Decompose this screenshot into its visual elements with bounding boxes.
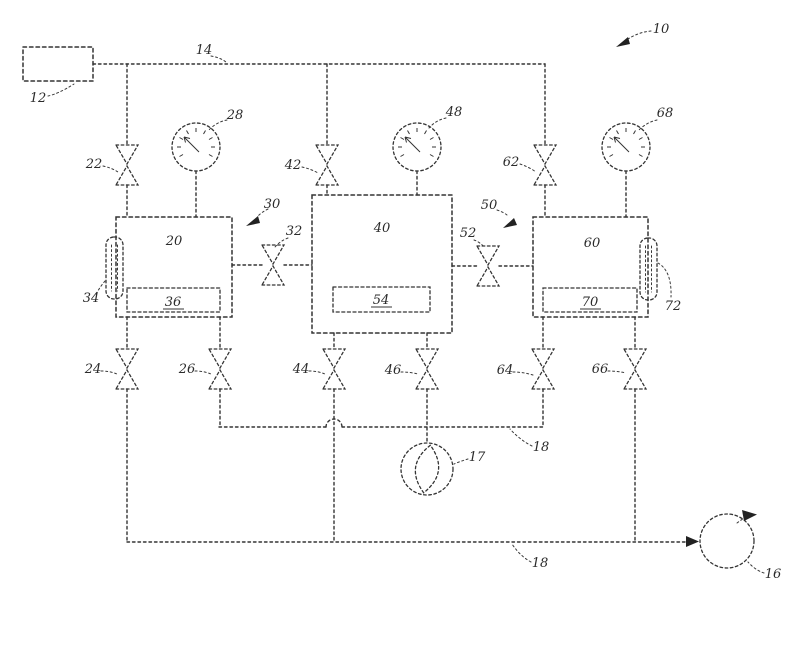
- ref-label-18-manifold: 18: [533, 440, 550, 455]
- ref-label-72: 72: [665, 299, 682, 314]
- valve-42: [315, 144, 339, 186]
- leader-72: [657, 262, 672, 298]
- valve-24: [115, 348, 139, 390]
- pedestal-54-label: 54: [373, 293, 390, 308]
- ref-label-18-exhaust: 18: [532, 556, 549, 571]
- leader-68: [638, 119, 658, 131]
- leader-14: [210, 55, 228, 64]
- ref-label-34: 34: [83, 291, 100, 306]
- valve-62: [533, 144, 557, 186]
- valve-66: [623, 348, 647, 390]
- chamber-60-box: [532, 216, 649, 318]
- leader-32: [274, 237, 289, 248]
- chamber-60-label: 60: [584, 236, 601, 251]
- gauge-28: [171, 122, 221, 172]
- valve-44: [322, 348, 346, 390]
- ref-label-14: 14: [196, 43, 213, 58]
- pedestal-70-label: 70: [582, 295, 599, 310]
- leader-10: [627, 30, 652, 40]
- pedestal-70-box: [542, 287, 638, 313]
- leader-30: [257, 208, 269, 217]
- leader-46: [400, 371, 419, 375]
- ref-label-64: 64: [497, 363, 514, 378]
- ref-label-22: 22: [85, 157, 103, 172]
- leader-34: [95, 280, 106, 295]
- gas-source-box: [22, 46, 94, 82]
- leader-28: [207, 119, 228, 132]
- valve-26: [208, 348, 232, 390]
- ref-label-12: 12: [30, 91, 47, 106]
- leader-16: [747, 561, 765, 574]
- leader-52: [473, 239, 486, 249]
- ref-label-16: 16: [765, 567, 782, 582]
- leader-66: [607, 370, 627, 374]
- element-34: [105, 236, 124, 300]
- ref-label-68: 68: [657, 106, 674, 121]
- gauge-48: [392, 122, 442, 172]
- ref-label-50: 50: [481, 198, 498, 213]
- ref-label-48: 48: [445, 105, 463, 120]
- leader-64: [512, 371, 534, 376]
- leader-22: [102, 165, 119, 173]
- ref-label-28: 28: [226, 108, 244, 123]
- ref-label-44: 44: [292, 362, 310, 377]
- ref-label-66: 66: [592, 362, 609, 377]
- leader-12: [47, 83, 75, 97]
- ref-label-52: 52: [460, 226, 477, 241]
- ref-label-30: 30: [264, 197, 281, 212]
- exhaust-pump-16: [699, 513, 755, 569]
- exhaust-outlet-stub: [736, 517, 745, 524]
- leader-50: [496, 209, 508, 216]
- ref-label-32: 32: [286, 224, 303, 239]
- pump-17-vanes: [414, 444, 440, 494]
- valve-64: [531, 348, 555, 390]
- pedestal-36-label: 36: [165, 295, 182, 310]
- valve-52: [476, 245, 500, 287]
- ref-label-26: 26: [178, 362, 196, 377]
- pedestal-36-box: [126, 287, 221, 313]
- leader-48: [428, 117, 447, 129]
- ref-label-17: 17: [469, 450, 486, 465]
- leader-18b: [511, 543, 532, 563]
- leader-17: [453, 458, 469, 465]
- ref-arrow-10-icon: [616, 37, 630, 47]
- chamber-20-label: 20: [165, 234, 183, 249]
- leader-42: [301, 166, 319, 174]
- line-crossover-hop: [325, 418, 343, 428]
- leader-44: [308, 370, 326, 375]
- ref-arrow-50-icon: [503, 218, 517, 228]
- chamber-40-box: [311, 194, 453, 334]
- exhaust-out-arrow-icon: [742, 510, 757, 521]
- flow-arrow-into-pump-icon: [686, 536, 699, 547]
- ref-label-42: 42: [284, 158, 302, 173]
- valve-46: [415, 348, 439, 390]
- ref-label-24: 24: [84, 362, 102, 377]
- leader-24: [100, 370, 118, 375]
- chamber-20-box: [115, 216, 233, 318]
- valve-32: [261, 244, 285, 286]
- ref-arrow-30-icon: [246, 216, 260, 226]
- leader-62: [519, 163, 537, 173]
- pedestal-54-box: [332, 286, 431, 313]
- pump-17: [400, 442, 454, 496]
- ref-label-10: 10: [653, 22, 670, 37]
- leader-18a: [509, 428, 533, 447]
- chamber-40-label: 40: [373, 221, 391, 236]
- ref-label-46: 46: [384, 363, 402, 378]
- leader-26: [194, 370, 212, 375]
- ref-label-62: 62: [503, 155, 520, 170]
- gauge-68: [601, 122, 651, 172]
- valve-22: [115, 144, 139, 186]
